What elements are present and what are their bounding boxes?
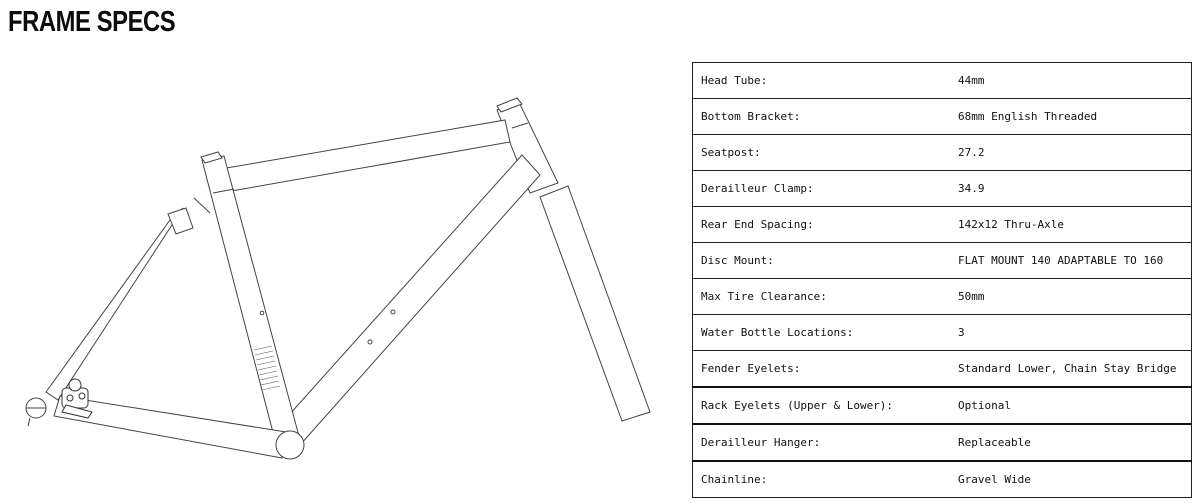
spec-label: Seatpost: <box>692 134 958 171</box>
specs-table: Head Tube:44mm Bottom Bracket:68mm Engli… <box>692 62 1192 498</box>
table-row: Fender Eyelets:Standard Lower, Chain Sta… <box>692 350 1192 388</box>
table-row: Water Bottle Locations:3 <box>692 314 1192 351</box>
spec-value: Standard Lower, Chain Stay Bridge <box>958 350 1192 388</box>
table-row: Rear End Spacing:142x12 Thru-Axle <box>692 206 1192 243</box>
down-tube <box>279 154 541 446</box>
spec-value: 3 <box>958 314 1192 351</box>
spec-label: Water Bottle Locations: <box>692 314 958 351</box>
spec-value: 142x12 Thru-Axle <box>958 206 1192 243</box>
spec-value: 27.2 <box>958 134 1192 171</box>
bicycle-frame-drawing <box>25 97 651 460</box>
spec-label: Derailleur Hanger: <box>692 423 958 462</box>
spec-value: 34.9 <box>958 170 1192 207</box>
spec-label: Rack Eyelets (Upper & Lower): <box>692 386 958 425</box>
spec-label: Chainline: <box>692 460 958 498</box>
table-row: Derailleur Clamp:34.9 <box>692 170 1192 207</box>
spec-value: Replaceable <box>958 423 1192 462</box>
spec-label: Rear End Spacing: <box>692 206 958 243</box>
table-row: Derailleur Hanger:Replaceable <box>692 423 1192 462</box>
table-row: Head Tube:44mm <box>692 62 1192 99</box>
table-row: Seatpost:27.2 <box>692 134 1192 171</box>
spec-label: Disc Mount: <box>692 242 958 279</box>
spec-value: 68mm English Threaded <box>958 98 1192 135</box>
spec-label: Derailleur Clamp: <box>692 170 958 207</box>
table-row: Bottom Bracket:68mm English Threaded <box>692 98 1192 135</box>
spec-value: 50mm <box>958 278 1192 315</box>
brake-caliper <box>61 378 93 419</box>
seat-tube <box>201 155 301 445</box>
table-row: Rack Eyelets (Upper & Lower):Optional <box>692 386 1192 425</box>
seat-stay <box>45 207 184 401</box>
spec-label: Head Tube: <box>692 62 958 99</box>
bottom-bracket-shell <box>275 430 305 460</box>
spec-value: 44mm <box>958 62 1192 99</box>
chain-stay <box>53 395 287 459</box>
top-tube <box>214 119 511 194</box>
spec-label: Max Tire Clearance: <box>692 278 958 315</box>
spec-label: Bottom Bracket: <box>692 98 958 135</box>
spec-value: Optional <box>958 386 1192 425</box>
fork <box>539 185 651 422</box>
table-row: Disc Mount:FLAT MOUNT 140 ADAPTABLE TO 1… <box>692 242 1192 279</box>
table-row: Max Tire Clearance:50mm <box>692 278 1192 315</box>
page-title: FRAME SPECS <box>8 6 176 38</box>
spec-value: Gravel Wide <box>958 460 1192 498</box>
spec-label: Fender Eyelets: <box>692 350 958 388</box>
spec-value: FLAT MOUNT 140 ADAPTABLE TO 160 <box>958 242 1192 279</box>
table-row: Chainline:Gravel Wide <box>692 460 1192 498</box>
